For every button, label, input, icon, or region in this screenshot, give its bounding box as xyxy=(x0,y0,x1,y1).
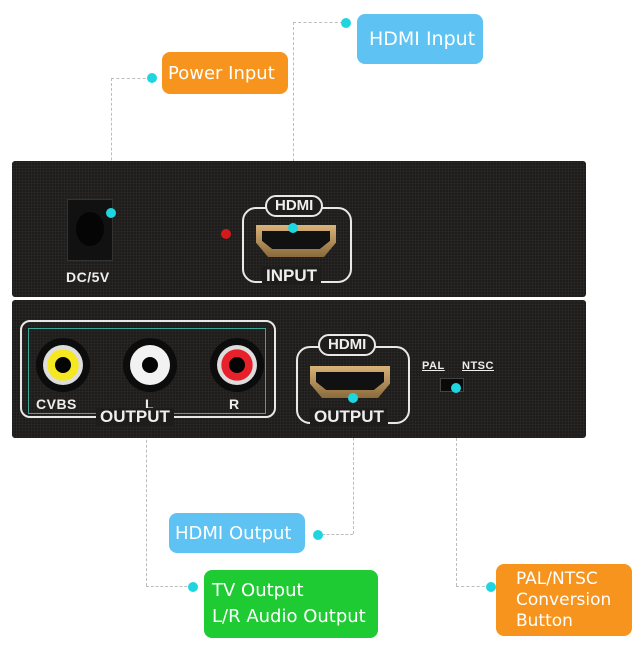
audio-l-label: L xyxy=(145,396,155,412)
audio-r-jack[interactable] xyxy=(210,338,264,392)
pal-ntsc-callout-line3: Button xyxy=(516,610,573,631)
hdmi-input-callout: HDMI Input xyxy=(357,14,483,64)
hdmi-output-tag: HDMI xyxy=(318,334,377,356)
power-led xyxy=(221,229,231,239)
hdmi-output-connector-line-h xyxy=(322,534,353,535)
switch-dot xyxy=(451,383,461,393)
power-jack-dot xyxy=(106,208,116,218)
tv-output-callout-line1: TV Output xyxy=(212,580,304,601)
device-output-panel: CVBS L R OUTPUT HDMI OUTPUT PAL NTSC xyxy=(12,300,586,438)
power-connector-line-h xyxy=(111,78,151,79)
audio-l-jack[interactable] xyxy=(123,338,177,392)
hdmi-input-callout-label: HDMI Input xyxy=(369,28,476,50)
dc-label: DC/5V xyxy=(66,269,110,285)
power-input-callout-label: Power Input xyxy=(168,62,275,84)
power-callout-dot xyxy=(147,73,157,83)
audio-r-label: R xyxy=(229,396,240,412)
tv-output-callout-line2: L/R Audio Output xyxy=(212,606,366,627)
hdmi-output-port[interactable] xyxy=(310,366,390,398)
ntsc-label: NTSC xyxy=(462,360,494,372)
hdmi-output-label: OUTPUT xyxy=(310,408,388,426)
pal-ntsc-callout: PAL/NTSC Conversion Button xyxy=(496,564,632,636)
hdmi-output-callout: HDMI Output xyxy=(169,513,305,553)
hdmi-output-connector-line xyxy=(353,398,354,534)
hdmi-output-port-dot xyxy=(348,393,358,403)
cvbs-jack[interactable] xyxy=(36,338,90,392)
hdmi-output-callout-label: HDMI Output xyxy=(175,522,292,544)
pal-label: PAL xyxy=(422,360,445,372)
switch-connector-line xyxy=(456,388,457,586)
av-output-label: OUTPUT xyxy=(96,408,174,426)
hdmi-output-callout-dot xyxy=(313,530,323,540)
av-output-callout-dot xyxy=(188,582,198,592)
hdmi-input-callout-dot xyxy=(341,18,351,28)
device-input-panel: DC/5V HDMI INPUT xyxy=(12,161,586,297)
switch-callout-dot xyxy=(486,582,496,592)
dc-power-jack xyxy=(67,199,113,261)
pal-ntsc-callout-line1: PAL/NTSC xyxy=(516,568,598,589)
power-input-callout: Power Input xyxy=(162,52,288,94)
av-output-connector-line xyxy=(146,420,147,586)
hdmi-input-tag: HDMI xyxy=(265,195,324,217)
pal-ntsc-callout-line2: Conversion xyxy=(516,589,612,610)
hdmi-input-port-dot xyxy=(288,223,298,233)
power-connector-line xyxy=(111,78,112,210)
switch-connector-line-h xyxy=(456,586,490,587)
hdmi-input-connector-line-h xyxy=(293,22,343,23)
cvbs-label: CVBS xyxy=(36,396,77,412)
hdmi-input-label: INPUT xyxy=(262,267,321,285)
tv-output-callout: TV Output L/R Audio Output xyxy=(204,570,378,638)
av-output-connector-line-h xyxy=(146,586,192,587)
hdmi-input-connector-line xyxy=(293,22,294,232)
